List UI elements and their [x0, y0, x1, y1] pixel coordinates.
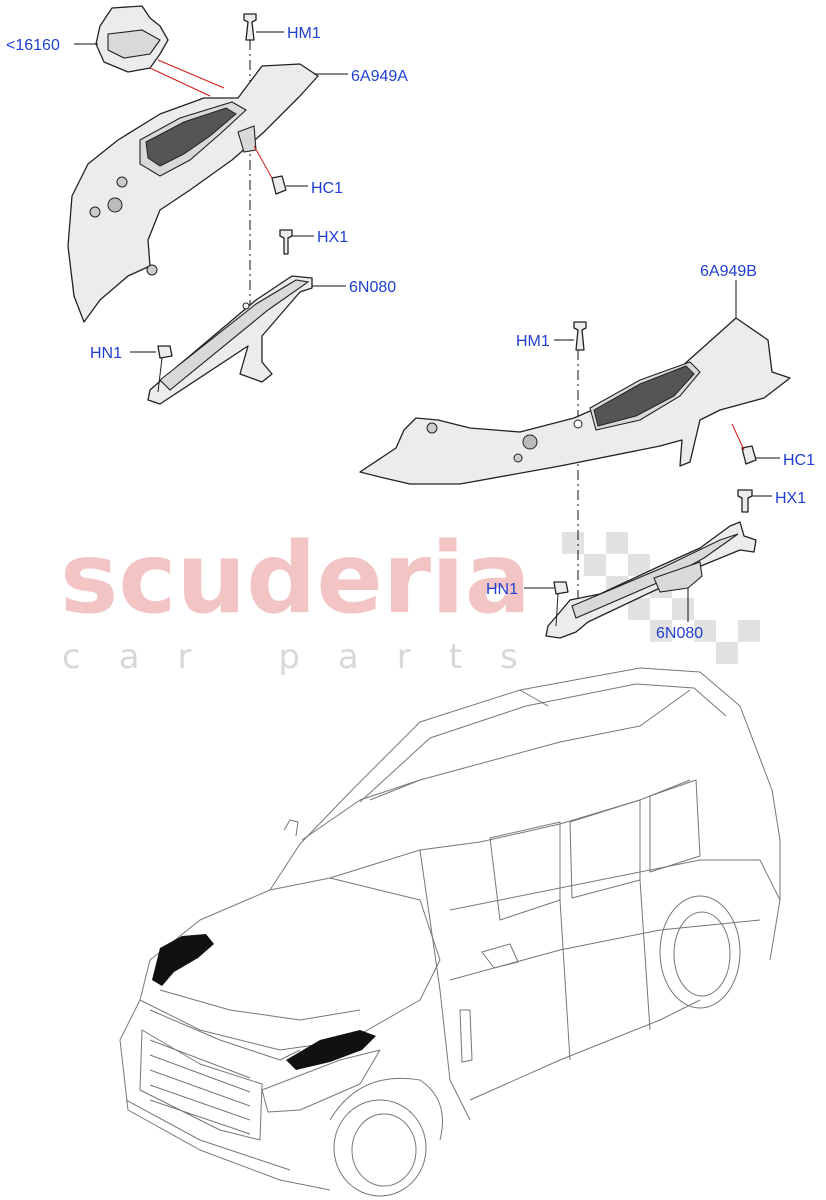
label-hm1-right[interactable]: HM1 [516, 333, 550, 350]
label-hc1-top[interactable]: HC1 [311, 180, 343, 197]
label-hx1-right[interactable]: HX1 [775, 490, 806, 507]
fastener-hm1-right[interactable] [573, 321, 587, 351]
watermark: scuderia car parts [60, 522, 760, 677]
label-hx1-top[interactable]: HX1 [317, 229, 348, 246]
watermark-tagline: car parts [62, 637, 556, 677]
label-hn1-right[interactable]: HN1 [486, 581, 518, 598]
nut-hn1-right[interactable] [553, 581, 569, 627]
vehicle-outline [119, 667, 781, 1197]
red-link-line-2 [149, 67, 211, 97]
label-hn1-top[interactable]: HN1 [90, 345, 122, 362]
clip-hc1-right[interactable] [741, 445, 757, 465]
red-link-line-1 [157, 59, 225, 89]
label-6n080-top[interactable]: 6N080 [349, 279, 396, 296]
panel-6a949a[interactable] [67, 63, 319, 323]
label-6n080-right[interactable]: 6N080 [656, 625, 703, 642]
label-ref-16160[interactable]: <16160 [6, 37, 60, 54]
bracket-6n080-top[interactable] [147, 275, 313, 405]
ref-part-16160[interactable] [95, 5, 169, 73]
clip-hc1-top[interactable] [271, 175, 287, 195]
fastener-hx1-right[interactable] [737, 489, 753, 513]
red-link-hc1-top [253, 145, 273, 179]
nut-hn1-top[interactable] [157, 345, 173, 393]
label-6a949a[interactable]: 6A949A [351, 68, 408, 85]
label-hm1-top[interactable]: HM1 [287, 25, 321, 42]
label-6a949b[interactable]: 6A949B [700, 263, 757, 280]
red-link-hc1-right [731, 423, 745, 451]
bracket-6n080-right[interactable] [545, 521, 757, 639]
panel-6a949b[interactable] [359, 317, 791, 485]
fastener-hm1-top[interactable] [243, 13, 257, 41]
fastener-hx1-top[interactable] [279, 229, 293, 255]
watermark-brand: scuderia [60, 522, 531, 636]
label-hc1-right[interactable]: HC1 [783, 452, 815, 469]
